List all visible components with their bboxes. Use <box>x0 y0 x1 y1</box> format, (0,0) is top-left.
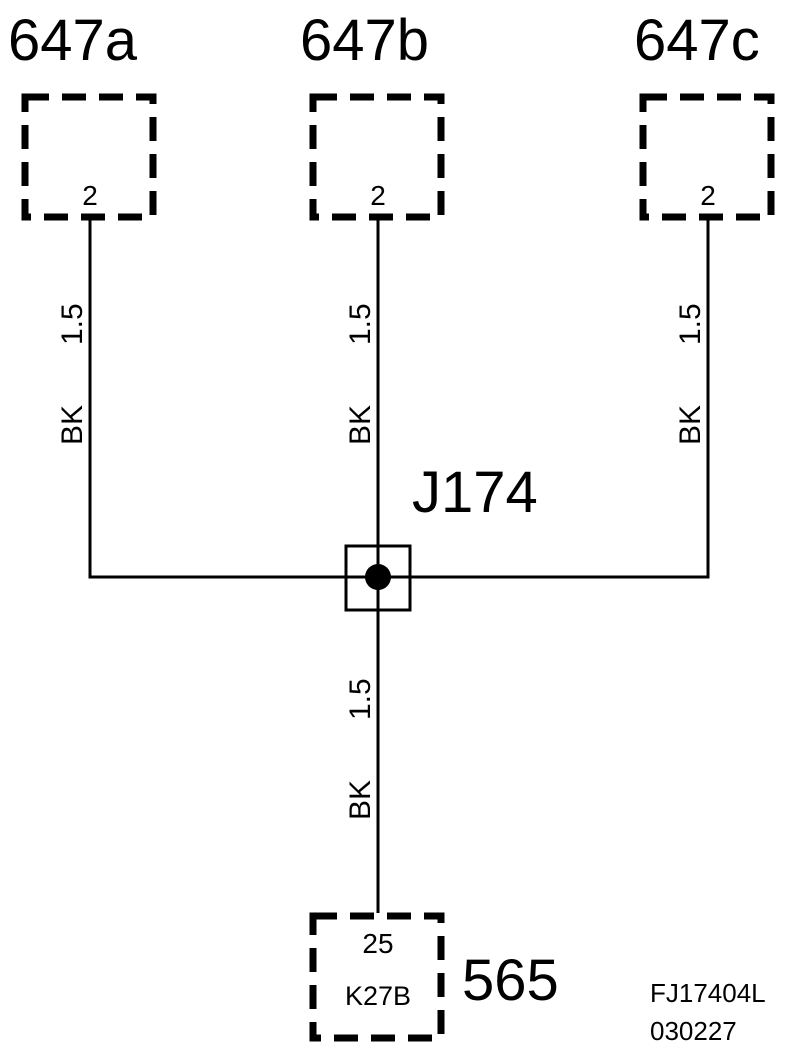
splice-label: J174 <box>412 460 538 525</box>
date-code: 030227 <box>650 1016 737 1046</box>
wire-label-right: BK 1.5 <box>674 303 707 445</box>
component-647c: 647c 2 <box>634 8 775 221</box>
component-box-647c <box>639 93 775 221</box>
connector-label-565: K27B <box>345 981 411 1011</box>
wire-color-right: BK <box>674 405 707 445</box>
component-647b: 647b 2 <box>300 8 445 221</box>
wire-color-left: BK <box>56 405 89 445</box>
splice-j174: J174 <box>344 460 538 612</box>
component-box-565 <box>309 912 445 1042</box>
component-box-647a <box>21 93 157 221</box>
component-647a: 647a 2 <box>8 8 157 221</box>
wire-size-bottom: 1.5 <box>344 678 377 720</box>
wire-size-center: 1.5 <box>344 303 377 345</box>
component-box-647b <box>309 93 445 221</box>
component-label-647b: 647b <box>300 8 429 73</box>
wire-size-right: 1.5 <box>674 303 707 345</box>
figure-footer: FJ17404L 030227 <box>650 978 766 1046</box>
component-565: 25 K27B 565 <box>309 912 559 1042</box>
wire-size-left: 1.5 <box>56 303 89 345</box>
component-label-647c: 647c <box>634 8 760 73</box>
wire-left <box>88 218 378 579</box>
splice-dot-icon <box>365 564 391 590</box>
wire-color-bottom: BK <box>344 780 377 820</box>
pin-label-565: 25 <box>362 928 393 959</box>
pin-label-647b: 2 <box>370 180 386 211</box>
component-label-647a: 647a <box>8 8 138 73</box>
wire-label-left: BK 1.5 <box>56 303 89 445</box>
wire-label-center: BK 1.5 <box>344 303 377 445</box>
pin-label-647c: 2 <box>700 180 716 211</box>
figure-id: FJ17404L <box>650 978 766 1008</box>
wire-right <box>378 218 710 579</box>
wire-color-center: BK <box>344 405 377 445</box>
pin-label-647a: 2 <box>82 180 98 211</box>
wire-label-bottom: BK 1.5 <box>344 678 377 820</box>
component-label-565: 565 <box>462 948 559 1013</box>
